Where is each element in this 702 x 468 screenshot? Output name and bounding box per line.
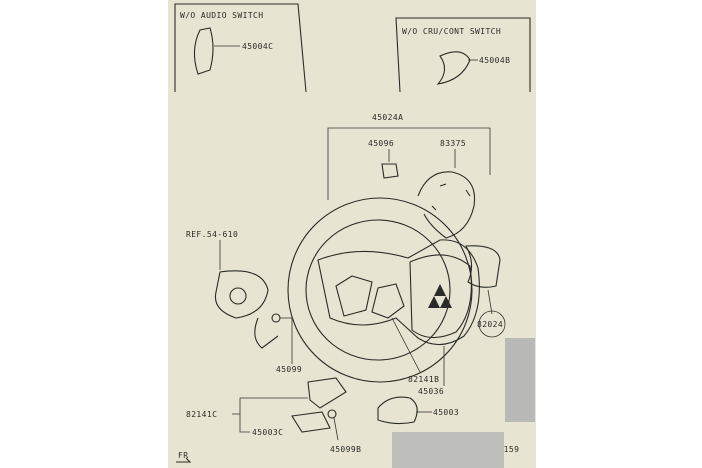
label-83375: 83375 bbox=[440, 139, 466, 148]
label-45099b: 45099B bbox=[330, 445, 361, 454]
steering-wheel-assembly bbox=[287, 197, 480, 383]
label-45004c: 45004C bbox=[242, 42, 273, 51]
label-reference: REF.54-610 bbox=[186, 230, 238, 239]
wire-harness-83375 bbox=[417, 171, 476, 239]
label-82141c: 82141C bbox=[186, 410, 217, 419]
diagram-sheet bbox=[168, 0, 536, 468]
blank-cover-right bbox=[436, 51, 471, 85]
label-82024: 82024 bbox=[477, 320, 503, 329]
label-45036: 45036 bbox=[418, 387, 444, 396]
cruise-switch-inset: W/O CRU/CONT SWITCH 45004B bbox=[395, 17, 531, 93]
screw-45099 bbox=[271, 313, 281, 323]
scan-shadow bbox=[505, 338, 535, 422]
label-45099: 45099 bbox=[276, 365, 302, 374]
label-82141b: 82141B bbox=[408, 375, 439, 384]
label-45003c: 45003C bbox=[252, 428, 283, 437]
orientation-marker: FR bbox=[178, 451, 188, 460]
label-45004b: 45004B bbox=[479, 56, 510, 65]
clock-spring bbox=[214, 270, 269, 319]
cover-45003c bbox=[291, 411, 331, 433]
blank-cover-left bbox=[193, 27, 214, 75]
front-arrow-icon bbox=[176, 457, 192, 463]
nut-45096 bbox=[381, 163, 399, 179]
label-45003: 45003 bbox=[433, 408, 459, 417]
airbag-module bbox=[409, 254, 472, 339]
assembly-bracket: 45024A 45096 83375 bbox=[327, 113, 491, 200]
label-45096: 45096 bbox=[368, 139, 394, 148]
audio-switch-note: W/O AUDIO SWITCH bbox=[180, 11, 263, 20]
cruise-switch-note: W/O CRU/CONT SWITCH bbox=[402, 27, 501, 36]
scan-shadow-lower bbox=[392, 432, 504, 468]
label-45024a: 45024A bbox=[372, 113, 403, 122]
cruise-switch-82024 bbox=[465, 245, 501, 288]
wheel-hub bbox=[317, 239, 480, 346]
audio-switch-inset: W/O AUDIO SWITCH 45004C bbox=[174, 3, 307, 93]
brand-emblem bbox=[428, 284, 452, 308]
switch-82141c bbox=[307, 377, 347, 409]
lower-cover-45003 bbox=[377, 396, 418, 425]
screw-45099b bbox=[327, 409, 337, 419]
